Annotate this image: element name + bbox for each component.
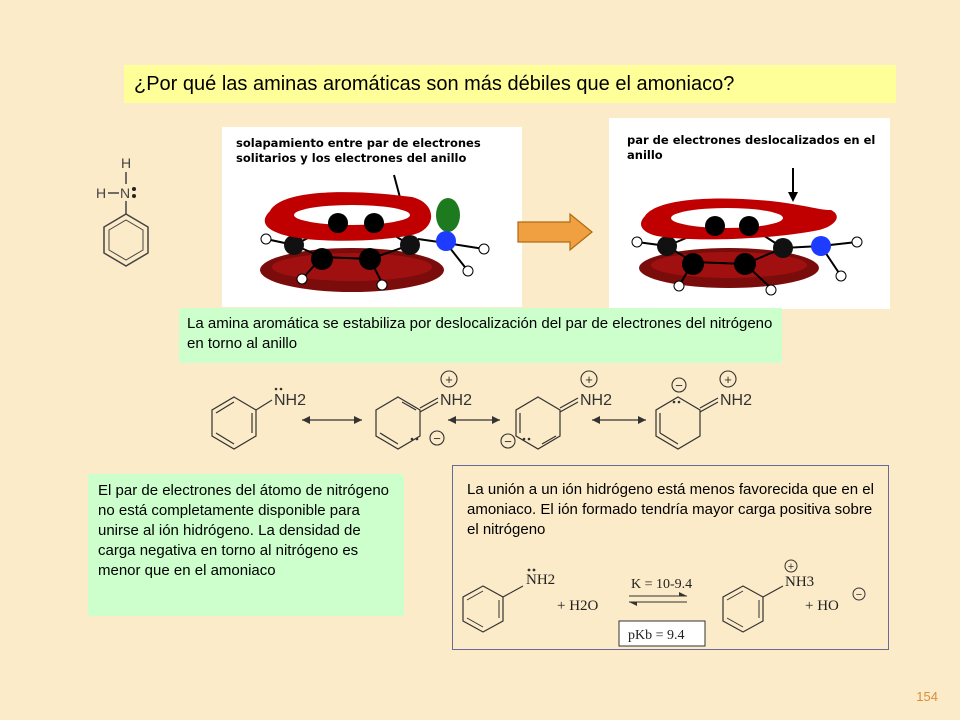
resonance-plus-3: +	[585, 372, 593, 387]
resonance-nh2-1: NH2	[274, 392, 306, 409]
right-explanation-text: La unión a un ión hidrógeno está menos f…	[467, 481, 874, 538]
aniline-n: N	[120, 185, 130, 201]
resonance-nh2-3: NH2	[580, 392, 612, 409]
reactant-nh2: NH2	[526, 572, 555, 588]
orbital-panel-left: solapamiento entre par de electrones sol…	[222, 127, 522, 307]
slide-title: ¿Por qué las aminas aromáticas son más d…	[124, 65, 896, 103]
page-number: 154	[916, 689, 938, 704]
aniline-structure: H H N	[96, 155, 149, 267]
product-plus: +	[788, 561, 794, 573]
hydroxide-minus: −	[856, 589, 862, 601]
orbital-panel-right: par de electrones deslocalizados en el a…	[609, 118, 890, 309]
resonance-nh2-2: NH2	[440, 392, 472, 409]
resonance-plus-2: +	[445, 372, 453, 387]
orbital-drawing-left	[260, 174, 490, 292]
orbital-caption-left: solapamiento entre par de electrones sol…	[236, 136, 481, 165]
resonance-structures: NH2 NH2 NH2 NH2 + + + − − −	[211, 370, 752, 450]
product-nh3: NH3	[785, 574, 814, 590]
stabilization-note: La amina aromática se estabiliza por des…	[179, 308, 782, 363]
aniline-h-left: H	[96, 185, 106, 201]
resonance-minus-2: −	[433, 431, 441, 446]
right-explanation-box: La unión a un ión hidrógeno está menos f…	[452, 465, 889, 650]
left-explanation: El par de electrones del átomo de nitróg…	[88, 474, 404, 616]
resonance-nh2-4: NH2	[720, 392, 752, 409]
k-value: K = 10-9.4	[631, 577, 692, 592]
transition-arrow	[517, 212, 593, 252]
hydroxide-term: + HO	[805, 598, 839, 614]
resonance-minus-3: −	[504, 434, 512, 449]
orbital-drawing-right	[631, 168, 863, 296]
aniline-h-top: H	[121, 155, 131, 171]
resonance-minus-4: −	[675, 378, 683, 393]
pkb-value: pKb = 9.4	[628, 628, 685, 643]
orbital-caption-right: par de electrones deslocalizados en el a…	[627, 133, 876, 162]
water-term: + H2O	[557, 598, 599, 614]
resonance-plus-4: +	[724, 372, 732, 387]
equilibrium-equation: NH2 + H2O K = 10-9.4 pKb = 9.4 + NH3 + H…	[462, 559, 866, 647]
